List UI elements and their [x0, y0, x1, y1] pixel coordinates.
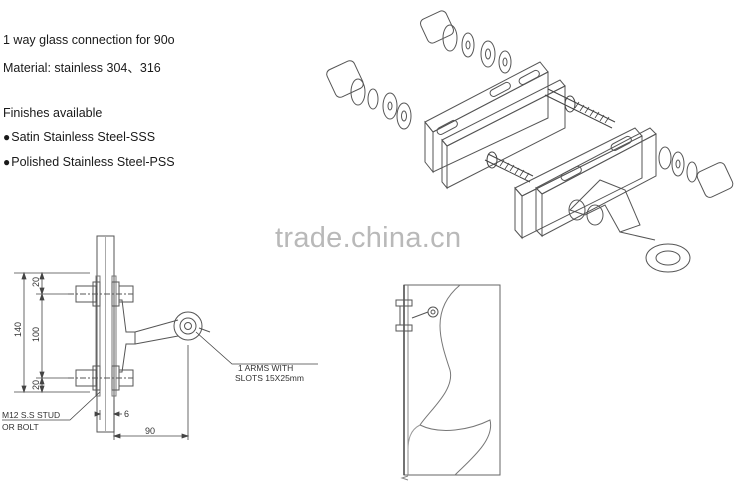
bullet-icon: ●	[3, 130, 11, 144]
dim-label-140: 140	[13, 322, 23, 337]
top-bolt	[68, 281, 134, 307]
bolt-cap-left	[326, 60, 412, 130]
dim-label-20-bottom: 20	[31, 380, 41, 390]
leader-lines	[2, 331, 318, 421]
inner-plate	[535, 127, 657, 238]
spider-body	[119, 299, 211, 373]
label-arms-line2: SLOTS 15X25mm	[235, 373, 304, 383]
dim-100	[36, 271, 68, 394]
dim-label-6: 6	[124, 409, 129, 419]
watermark-text: trade.china.cn	[275, 222, 462, 254]
label-stud-line2: OR BOLT	[2, 422, 39, 432]
bullet-icon: ●	[3, 155, 11, 169]
finish-label: Polished Stainless Steel-PSS	[11, 155, 175, 169]
glass-pane	[403, 284, 501, 476]
finish-label: Satin Stainless Steel-SSS	[11, 130, 156, 144]
bolt-cap-top	[419, 10, 512, 74]
back-plate	[424, 61, 549, 174]
label-stud-line1: M12 S.S STUD	[2, 410, 60, 420]
dim-label-100: 100	[31, 327, 41, 342]
dim-140	[14, 271, 90, 394]
dim-horizontal	[94, 345, 190, 440]
finishes-heading: Finishes available	[3, 106, 103, 120]
threaded-studs	[484, 88, 616, 183]
spec-material: Material: stainless 304、316	[3, 61, 161, 75]
side-elevation-view	[2, 235, 318, 440]
front-plate	[514, 127, 643, 240]
gasket-plate	[441, 79, 566, 190]
dim-label-20-top: 20	[31, 277, 41, 287]
finish-item-pss: ●Polished Stainless Steel-PSS	[3, 155, 175, 169]
mini-fitting	[395, 299, 439, 332]
spec-title: 1 way glass connection for 90o	[3, 33, 175, 47]
finish-item-sss: ●Satin Stainless Steel-SSS	[3, 130, 155, 144]
front-elevation-view	[395, 284, 501, 481]
label-arms-line1: 1 ARMS WITH	[238, 363, 293, 373]
exploded-isometric-view	[326, 10, 734, 273]
bottom-bolt	[68, 365, 134, 391]
spider-arm	[568, 179, 691, 273]
dim-label-90: 90	[145, 426, 155, 436]
bolt-cap-right	[658, 146, 734, 198]
